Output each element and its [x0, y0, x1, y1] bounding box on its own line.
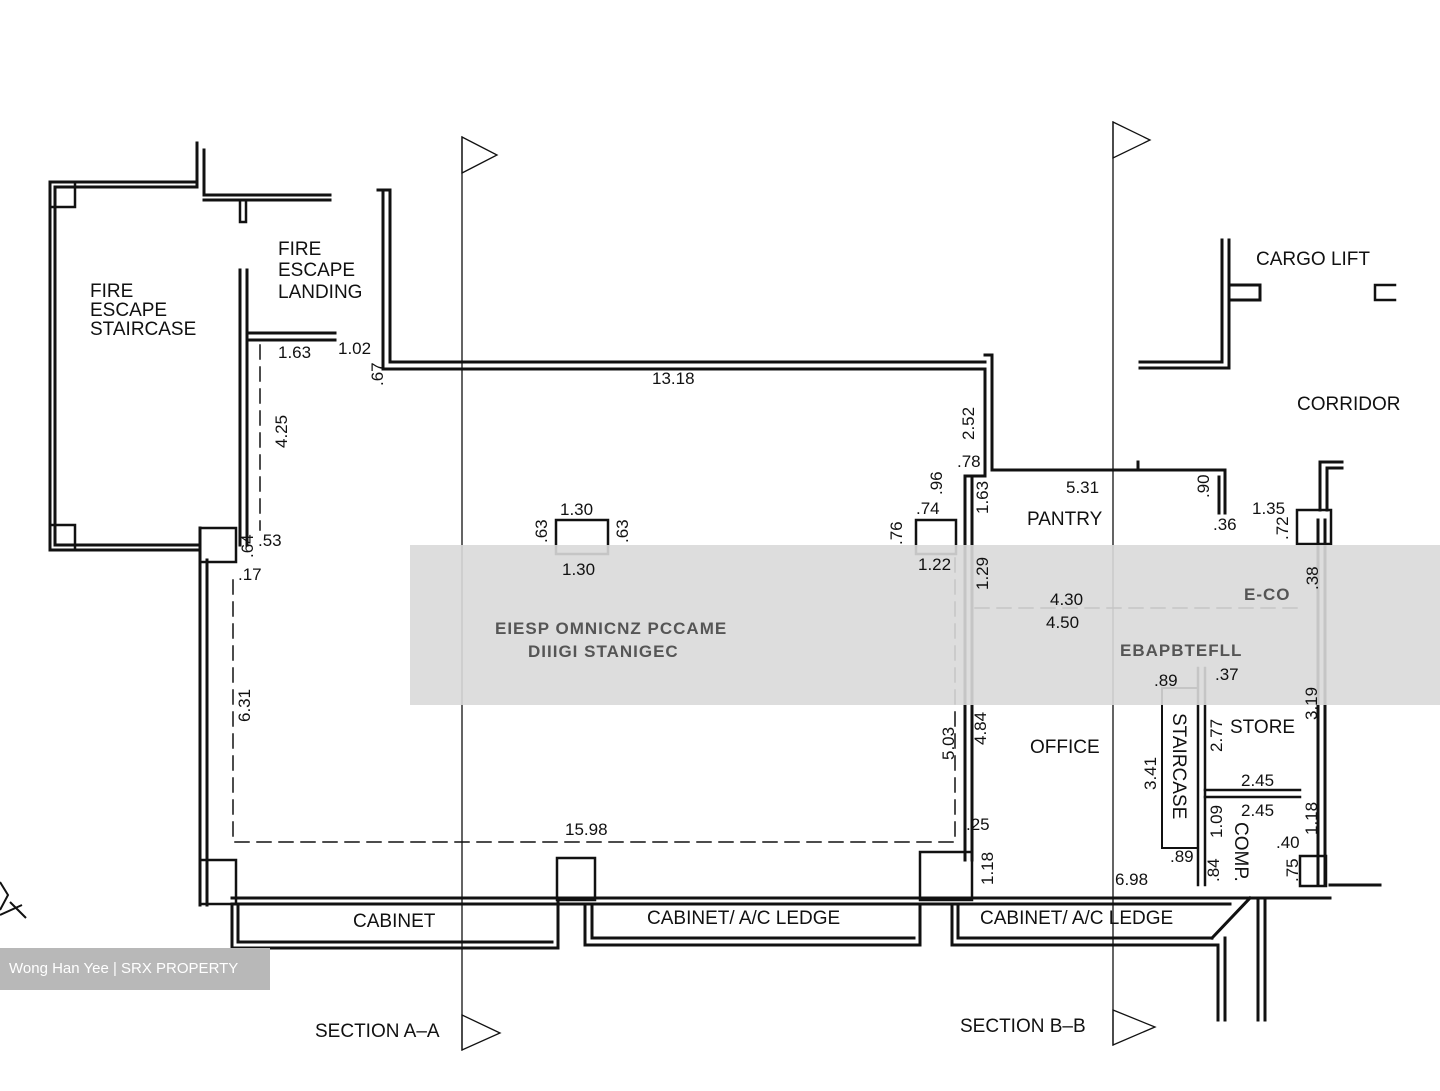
dimension: .40 — [1276, 833, 1300, 852]
dimension: 15.98 — [565, 820, 608, 839]
dimension: .74 — [916, 499, 940, 518]
dimension: .63 — [613, 519, 632, 543]
dimension: 2.45 — [1241, 771, 1274, 790]
dimension: 4.50 — [1046, 613, 1079, 632]
svg-text:E-CO: E-CO — [1244, 585, 1291, 604]
cabinet-ac-ledge-label-2: CABINET/ A/C LEDGE — [980, 908, 1173, 929]
dimension: .78 — [957, 452, 981, 471]
dimension: .72 — [1273, 516, 1292, 540]
cabinet-ac-ledge-label-1: CABINET/ A/C LEDGE — [647, 908, 840, 929]
store-label: STORE — [1230, 717, 1295, 738]
dimension: .37 — [1215, 665, 1239, 684]
dimension: 4.84 — [971, 712, 990, 745]
dimension: 6.31 — [235, 689, 254, 722]
dimension: .38 — [1303, 566, 1322, 590]
outer-left-wall — [198, 526, 238, 907]
dimension: 1.18 — [1302, 802, 1321, 835]
dimension-labels: 13.18 1.63 1.02 .67 4.25 .53 .64 .17 6.3… — [235, 339, 1322, 889]
north-arrow-icon — [0, 881, 27, 919]
office-label: OFFICE — [1030, 737, 1100, 758]
fire-escape-landing-label-3: LANDING — [278, 282, 362, 303]
dimension: 4.30 — [1050, 590, 1083, 609]
room-labels: FIRE ESCAPE STAIRCASE FIRE ESCAPE LANDIN… — [90, 239, 1400, 882]
landing-walls — [238, 188, 1227, 547]
dimension: 1.30 — [562, 560, 595, 579]
dimension: .67 — [368, 362, 387, 386]
dimension: 2.45 — [1241, 801, 1274, 820]
section-b-label: SECTION B–B — [960, 1016, 1086, 1037]
fire-escape-landing-label-1: FIRE — [278, 239, 321, 260]
dimension: .90 — [1194, 474, 1213, 498]
dimension: 5.31 — [1066, 478, 1099, 497]
dimension: .89 — [1170, 847, 1194, 866]
dimension: .53 — [258, 531, 282, 550]
dimension: 13.18 — [652, 369, 695, 388]
dimension: 3.19 — [1302, 687, 1321, 720]
dimension: .76 — [887, 521, 906, 545]
svg-text:EIESP OMNICNZ PCCAME: EIESP OMNICNZ PCCAME — [495, 619, 727, 638]
dimension: 6.98 — [1115, 870, 1148, 889]
blurred-band: EIESP OMNICNZ PCCAME DIIIGI STANIGEC EBA… — [410, 545, 1440, 705]
dimension: 4.25 — [272, 415, 291, 448]
dimension: 5.03 — [939, 727, 958, 760]
dimension: .36 — [1213, 515, 1237, 534]
dimension: 1.63 — [973, 481, 992, 514]
svg-text:DIIIGI STANIGEC: DIIIGI STANIGEC — [528, 642, 679, 661]
svg-text:EBAPBTEFLL: EBAPBTEFLL — [1120, 641, 1242, 660]
dimension: 1.22 — [918, 555, 951, 574]
fire-escape-staircase-label-1: FIRE — [90, 281, 133, 302]
dimension: 1.02 — [338, 339, 371, 358]
dimension: 2.77 — [1207, 719, 1226, 752]
bottom-wall — [230, 850, 1382, 1022]
dimension: .84 — [1204, 858, 1223, 882]
dimension: 1.63 — [278, 343, 311, 362]
dimension: .63 — [532, 519, 551, 543]
fire-escape-staircase-label-2: ESCAPE — [90, 300, 167, 321]
dimension: .89 — [1154, 671, 1178, 690]
fire-escape-staircase-label-3: STAIRCASE — [90, 319, 196, 340]
dimension: .96 — [927, 471, 946, 495]
cargo-lift-walls — [1138, 238, 1397, 370]
corridor-label: CORRIDOR — [1297, 394, 1400, 415]
dimension: 1.30 — [560, 500, 593, 519]
dimension: 2.52 — [959, 407, 978, 440]
dimension: 1.35 — [1252, 499, 1285, 518]
dimension: .75 — [1283, 858, 1302, 882]
ledge-labels: CABINET CABINET/ A/C LEDGE CABINET/ A/C … — [353, 908, 1173, 932]
fire-escape-landing-label-2: ESCAPE — [278, 260, 355, 281]
cargo-lift-label: CARGO LIFT — [1256, 249, 1370, 270]
dimension: 1.18 — [978, 852, 997, 885]
dimension: .17 — [238, 565, 262, 584]
dimension: .64 — [238, 534, 257, 558]
pantry-label: PANTRY — [1027, 509, 1103, 530]
watermark: Wong Han Yee | SRX PROPERTY — [0, 948, 270, 990]
fire-escape-staircase-walls — [48, 141, 332, 552]
dimension: .25 — [966, 815, 990, 834]
cabinet-label: CABINET — [353, 911, 436, 932]
dimension: 3.41 — [1141, 757, 1160, 790]
comp-label: COMP. — [1230, 822, 1251, 882]
section-a-label: SECTION A–A — [315, 1021, 440, 1042]
dimension: 1.09 — [1207, 805, 1226, 838]
staircase-label: STAIRCASE — [1168, 713, 1189, 819]
dimension: 1.29 — [973, 557, 992, 590]
